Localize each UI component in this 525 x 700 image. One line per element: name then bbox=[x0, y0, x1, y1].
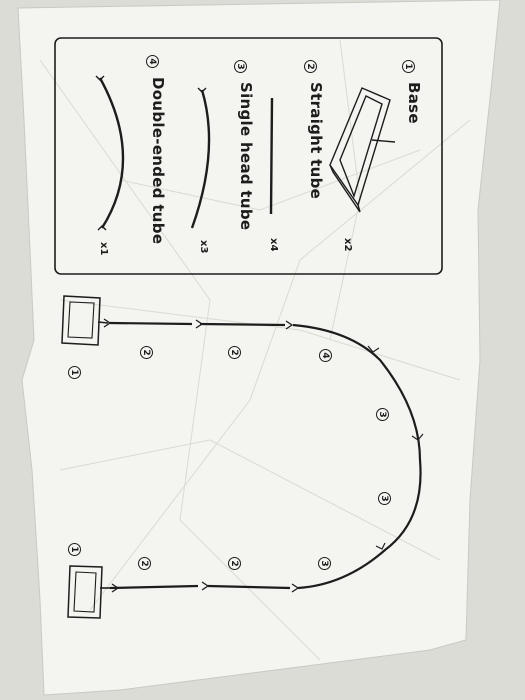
legend-num-4: 4 bbox=[146, 55, 159, 68]
callout-straight-bot-1: 2 bbox=[138, 557, 151, 570]
legend-base-drawing bbox=[329, 87, 396, 213]
callout-single-3: 3 bbox=[318, 557, 331, 570]
legend-qty-double-ended-tube: x1 bbox=[98, 242, 109, 256]
legend-label-single-head-tube: Single head tube bbox=[237, 82, 255, 231]
legend-double-tube-drawing bbox=[95, 75, 125, 231]
legend-label-double-ended-tube: Double-ended tube bbox=[149, 77, 167, 245]
legend-num-2: 2 bbox=[304, 60, 317, 73]
callout-double-top: 4 bbox=[319, 349, 332, 362]
legend-num-3: 3 bbox=[234, 60, 247, 73]
legend-label-base: Base bbox=[405, 82, 423, 124]
callout-straight-top-1: 2 bbox=[140, 346, 153, 359]
legend-qty-single-head-tube: x3 bbox=[198, 240, 209, 254]
paper-outline bbox=[17, 0, 501, 696]
legend-num-1: 1 bbox=[402, 60, 415, 73]
legend-qty-base: x2 bbox=[342, 238, 353, 252]
legend-box bbox=[54, 37, 443, 275]
legend-label-straight-tube: Straight tube bbox=[307, 82, 325, 200]
callout-single-2: 3 bbox=[378, 492, 391, 505]
callout-single-1: 3 bbox=[376, 408, 389, 421]
legend-straight-tube-drawing bbox=[269, 97, 274, 215]
callout-straight-top-2: 2 bbox=[228, 346, 241, 359]
callout-straight-bot-2: 2 bbox=[228, 557, 241, 570]
legend-qty-straight-tube: x4 bbox=[268, 238, 279, 252]
callout-base-bot: 1 bbox=[68, 543, 81, 556]
legend-single-tube-drawing bbox=[190, 87, 211, 229]
arch-assembly-drawing bbox=[61, 295, 424, 619]
callout-base-top: 1 bbox=[68, 366, 81, 379]
